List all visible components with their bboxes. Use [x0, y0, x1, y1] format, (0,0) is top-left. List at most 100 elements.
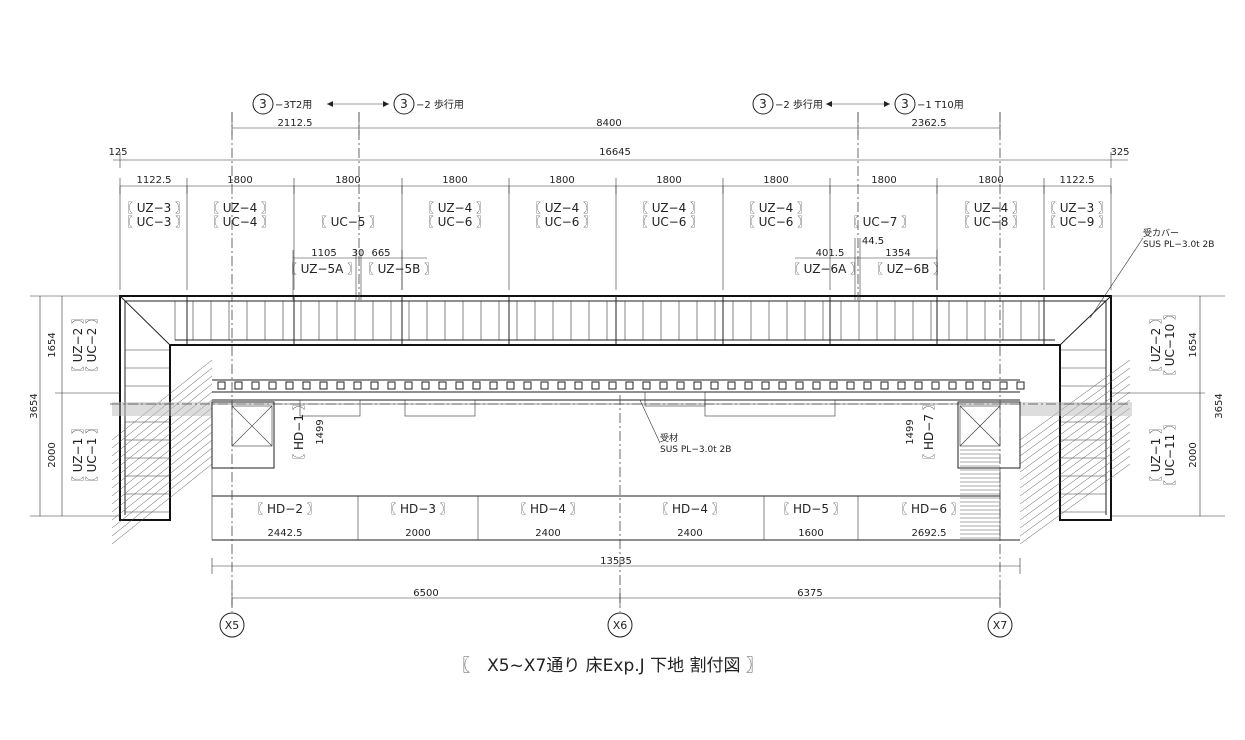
dimension-label: 325 — [1110, 147, 1129, 158]
note-spec: SUS PL−3.0t 2B — [1143, 240, 1214, 250]
dimension-label: 665 — [371, 248, 390, 259]
plan-body — [111, 295, 1132, 545]
dimension-label: 1800 — [549, 175, 574, 186]
panel-label: 〖 HD−2 〗 — [251, 502, 319, 516]
panel-label: 〖 UZ−4 〗 — [422, 201, 488, 215]
dimension-label: 1354 — [885, 248, 910, 259]
panel-label: 〖 UC−2 〗 — [85, 312, 99, 378]
dimension-label: 1105 — [311, 248, 336, 259]
panel-label: 〖 HD−1 〗 — [292, 398, 306, 466]
section-marks: 3 −3T2用 3 −2 歩行用 3 −2 歩行用 3 −1 T10用 — [252, 93, 964, 115]
panel-label: 〖 UC−4 〗 — [207, 215, 273, 229]
panel-label: 〖 UC−6 〗 — [636, 215, 702, 229]
dimension-label: 2362.5 — [912, 118, 947, 129]
dimension-label: 1122.5 — [137, 175, 172, 186]
dimension-label: 2400 — [535, 528, 560, 539]
dimension-label: 1800 — [335, 175, 360, 186]
panel-label: 〖 UC−5 〗 — [315, 215, 381, 229]
section-mark-number: 3 — [901, 97, 909, 111]
panel-label: 〖 UC−1 〗 — [85, 422, 99, 488]
panel-label: 〖 UC−6 〗 — [529, 215, 595, 229]
dimension-label: 2442.5 — [268, 528, 303, 539]
drawing-title: 〖 X5~X7通り 床Exp.J 下地 割付図 〗 — [453, 656, 763, 676]
section-mark-text: −2 歩行用 — [775, 98, 823, 111]
panel-label: 〖 UZ−1 〗 — [1149, 422, 1163, 488]
dimension-label: 1122.5 — [1060, 175, 1095, 186]
axis-bubble-x5: X5 — [225, 619, 240, 632]
grid-axis-bubbles: X5 X6 X7 — [219, 612, 1013, 638]
panel-label: 〖 UC−7 〗 — [847, 215, 913, 229]
dimension-label: 1800 — [871, 175, 896, 186]
dimension-label: 16645 — [599, 147, 631, 158]
dimension-label: 2000 — [1188, 442, 1199, 467]
dimension-label: 2000 — [405, 528, 430, 539]
panel-label: 〖 UZ−2 〗 — [1149, 312, 1163, 378]
dimension-label: 6375 — [797, 588, 822, 599]
section-mark-text: −1 T10用 — [917, 100, 964, 111]
dimension-label: 125 — [108, 147, 127, 158]
axis-bubble-x7: X7 — [993, 619, 1008, 632]
grid-axis-lines — [110, 112, 1130, 612]
dimension-label: 3654 — [29, 393, 40, 418]
bottom-dimensions: 13535 6500 6375 — [211, 556, 1021, 606]
dimension-label: 2692.5 — [912, 528, 947, 539]
panel-label: 〖 UZ−4 〗 — [958, 201, 1024, 215]
dimension-label: 30 — [352, 248, 365, 259]
panel-label: 〖 UC−8 〗 — [958, 215, 1024, 229]
dimension-label: 8400 — [596, 118, 621, 129]
dimension-label: 44.5 — [862, 236, 884, 247]
dimension-label: 6500 — [413, 588, 438, 599]
note-title: 受カバー — [1143, 227, 1179, 239]
dimension-label: 3654 — [1214, 393, 1225, 418]
panel-label: 〖 HD−3 〗 — [384, 502, 452, 516]
panel-label: 〖 HD−4 〗 — [514, 502, 582, 516]
panel-label: 〖 UZ−1 〗 — [71, 422, 85, 488]
panel-label: 〖 HD−4 〗 — [656, 502, 724, 516]
top-dimensions: 2112.5 8400 2362.5 125 16645 325 1122.5 … — [108, 112, 1130, 194]
dimension-label: 1654 — [1188, 332, 1199, 357]
panel-label: 〖 UC−10 〗 — [1163, 308, 1177, 382]
section-mark: 3 −3T2用 — [252, 93, 312, 115]
dimension-label: 1499 — [315, 419, 326, 444]
section-mark: 3 −1 T10用 — [894, 93, 964, 115]
dimension-label: 1499 — [905, 419, 916, 444]
panel-label: 〖 UZ−4 〗 — [529, 201, 595, 215]
dimension-label: 13535 — [600, 556, 632, 567]
note-spec: SUS PL−3.0t 2B — [660, 445, 731, 455]
panel-label: 〖 UZ−5A 〗 — [285, 262, 359, 276]
panel-label: 〖 UC−6 〗 — [743, 215, 809, 229]
note-title: 受材 — [660, 432, 678, 444]
section-mark-number: 3 — [400, 97, 408, 111]
note-cover: 受カバー SUS PL−3.0t 2B — [1089, 227, 1214, 319]
dimension-label: 1600 — [798, 528, 823, 539]
panel-label: 〖 UC−9 〗 — [1044, 215, 1110, 229]
section-mark-text: −2 歩行用 — [416, 98, 464, 111]
section-mark: 3 −2 歩行用 — [393, 93, 464, 115]
panel-label: 〖 HD−7 〗 — [922, 398, 936, 466]
dimension-label: 401.5 — [816, 248, 845, 259]
note-base: 受材 SUS PL−3.0t 2B — [639, 399, 731, 455]
axis-bubble-x6: X6 — [613, 619, 628, 632]
panel-label: 〖 UZ−4 〗 — [207, 201, 273, 215]
right-side: 〖 UZ−2 〗 〖 UC−10 〗 〖 UZ−1 〗 〖 UC−11 〗 16… — [1111, 295, 1225, 517]
panel-label: 〖 UZ−4 〗 — [743, 201, 809, 215]
dimension-label: 2112.5 — [278, 118, 313, 129]
section-mark-text: −3T2用 — [275, 100, 312, 111]
section-mark-number: 3 — [259, 97, 267, 111]
panel-label: 〖 HD−5 〗 — [777, 502, 845, 516]
panel-label: 〖 UZ−3 〗 — [121, 201, 187, 215]
dimension-label: 1654 — [47, 332, 58, 357]
panel-label: 〖 UZ−5B 〗 — [362, 262, 436, 276]
dimension-label: 1800 — [978, 175, 1003, 186]
top-panel-labels: 〖 UZ−3 〗 〖 UC−3 〗 〖 UZ−4 〗 〖 UC−4 〗 〖 UC… — [121, 201, 1110, 229]
panel-label: 〖 UC−11 〗 — [1163, 418, 1177, 492]
panel-label: 〖 UZ−4 〗 — [636, 201, 702, 215]
panel-label: 〖 UZ−2 〗 — [71, 312, 85, 378]
panel-label: 〖 UC−6 〗 — [422, 215, 488, 229]
dimension-label: 1800 — [227, 175, 252, 186]
hd-side-labels: 〖 HD−1 〗 1499 〖 HD−7 〗 1499 — [292, 398, 936, 466]
dimension-label: 2400 — [677, 528, 702, 539]
section-mark-number: 3 — [759, 97, 767, 111]
panel-label: 〖 UZ−6B 〗 — [871, 262, 945, 276]
